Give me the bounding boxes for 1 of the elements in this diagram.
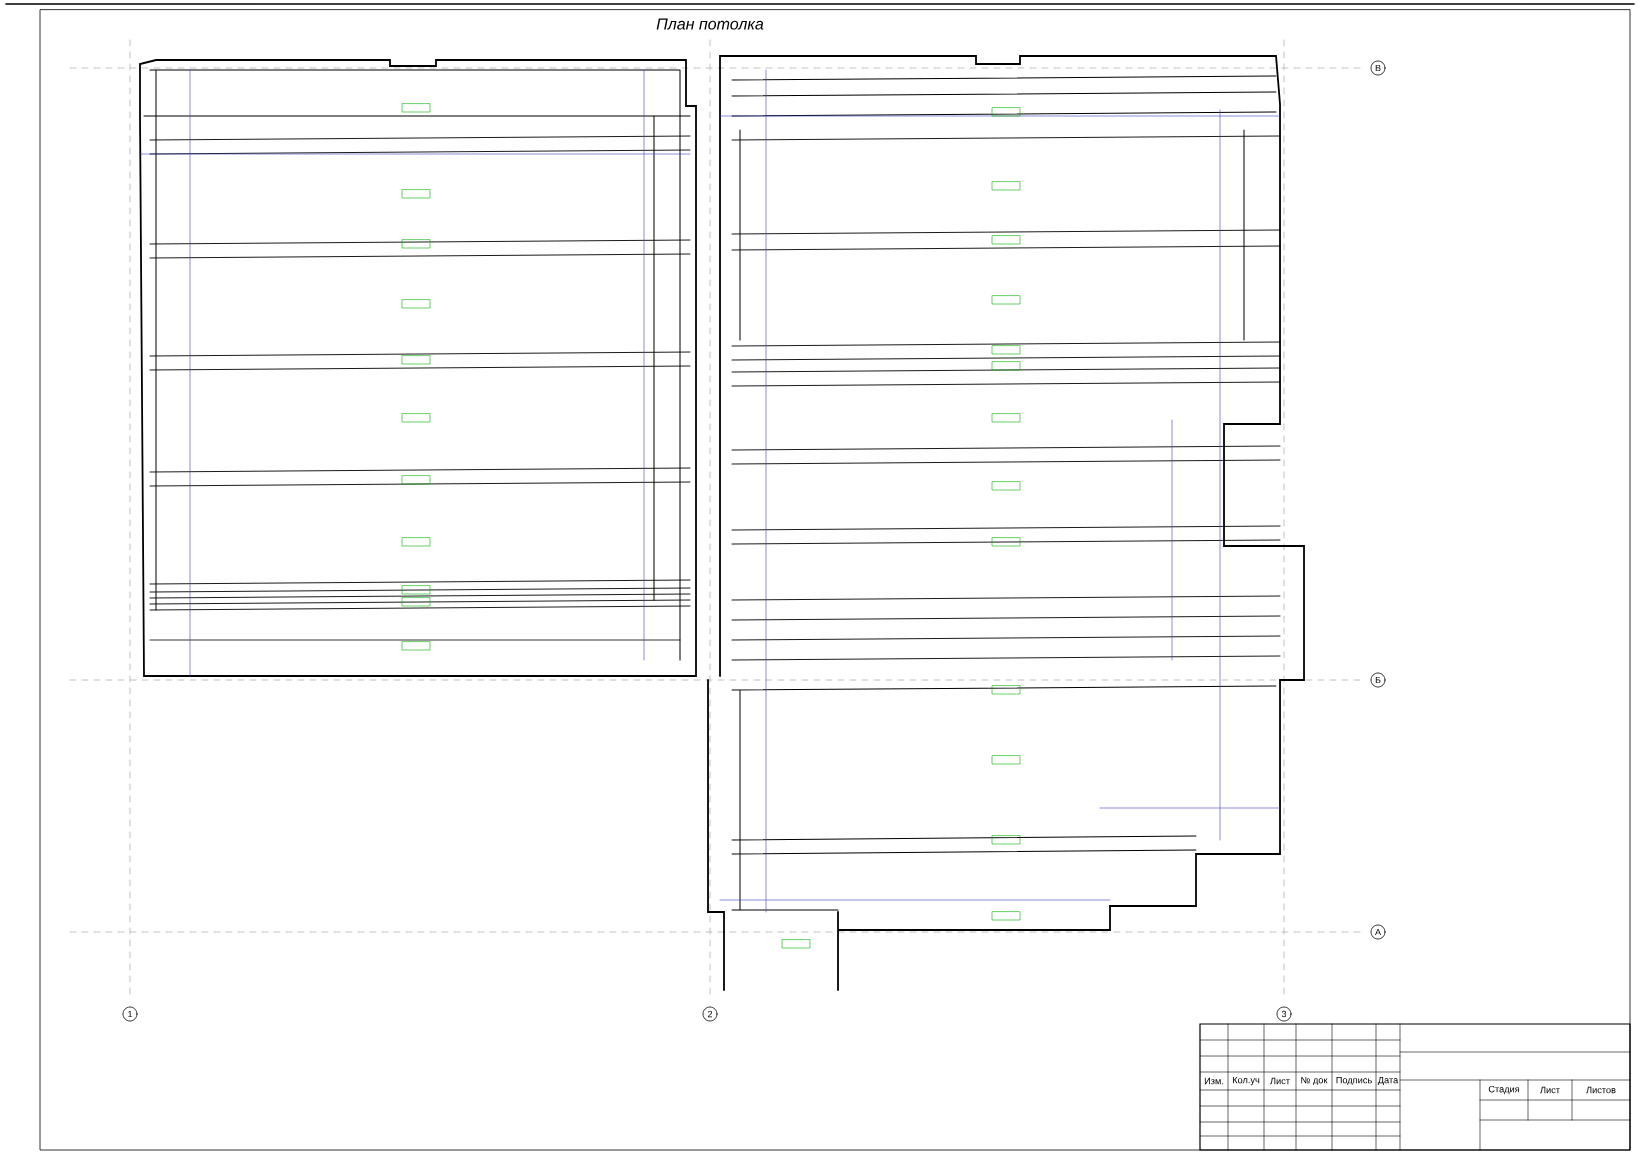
drawing-title: План потолка xyxy=(656,18,764,30)
